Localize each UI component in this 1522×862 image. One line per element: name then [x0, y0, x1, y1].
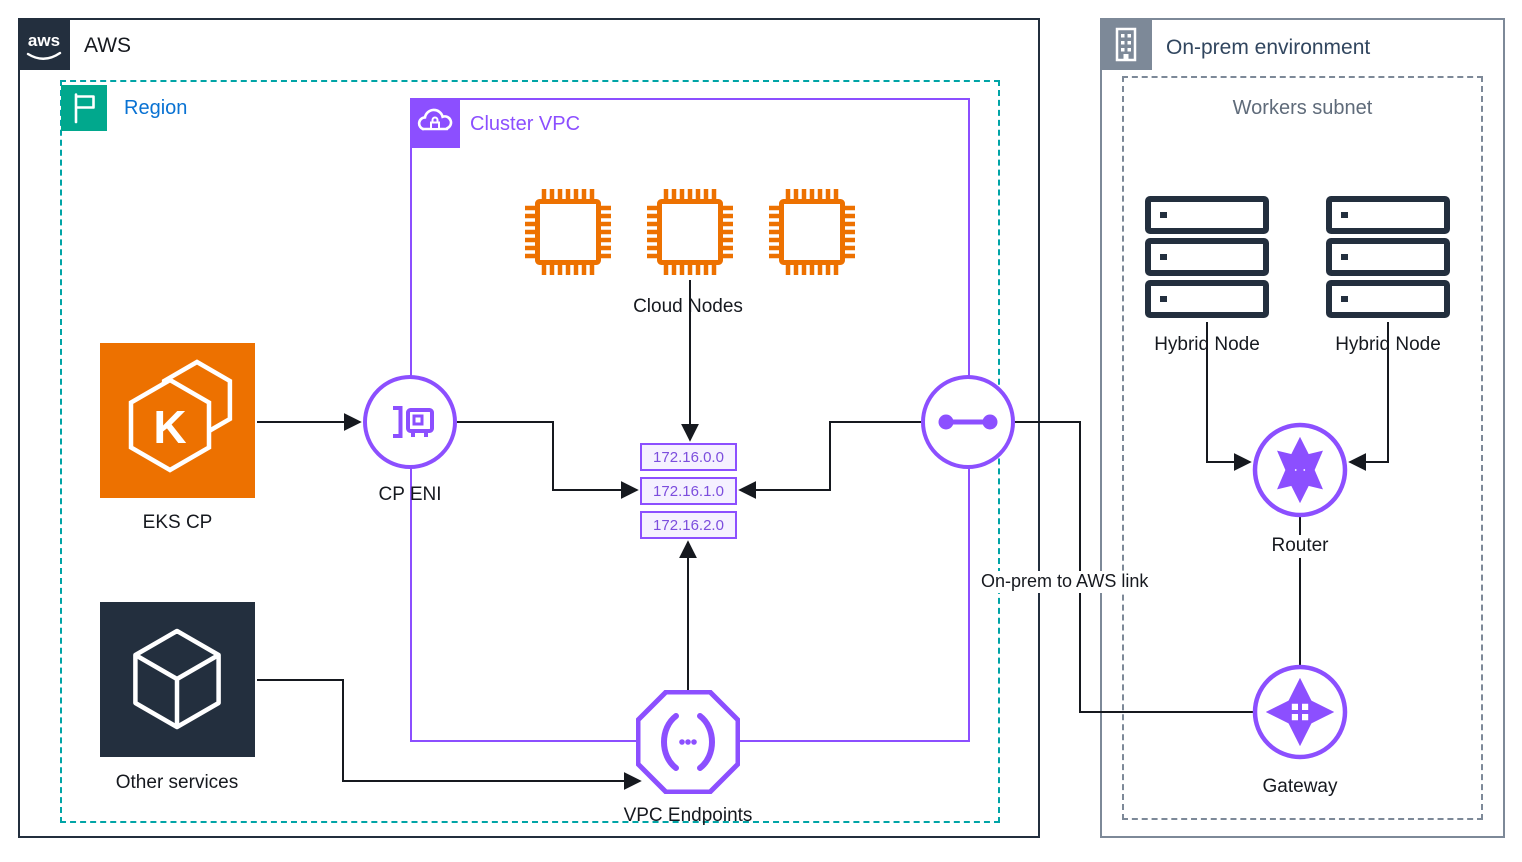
workers-subnet-label: Workers subnet [1232, 97, 1373, 119]
vpc-cloud-icon [417, 108, 453, 131]
hybrid-node-label: Hybrid Node [1335, 334, 1441, 355]
eks-cp-icon: K [100, 343, 255, 498]
flag-icon [74, 93, 95, 124]
router-icon [1252, 422, 1348, 518]
aws-logo-icon: aws [18, 18, 70, 70]
hybrid-node-servers-icon [1325, 196, 1451, 318]
other-services-icon [100, 602, 255, 757]
vpc-endpoints-icon [636, 690, 740, 794]
cloud-node-chip-icon [522, 186, 614, 278]
region-label: Region [124, 97, 188, 119]
subnet-cidr-box: 172.16.0.0 [640, 443, 737, 471]
vpc-endpoints-label: VPC Endpoints [623, 805, 753, 826]
hybrid-node-servers-icon [1144, 196, 1270, 318]
eks-cp-label: EKS CP [142, 512, 213, 533]
cloud-node-chip-icon [644, 186, 736, 278]
other-services-label: Other services [115, 772, 239, 793]
gateway-icon [1252, 664, 1348, 760]
cluster-vpc-icon [410, 98, 460, 148]
building-icon [1115, 27, 1137, 62]
onprem-to-aws-link-label: On-prem to AWS link [978, 571, 1152, 593]
aws-group-label: AWS [84, 34, 132, 57]
cloud-node-chip-icon [766, 186, 858, 278]
subnet-cidr-box: 172.16.2.0 [640, 511, 737, 539]
cp-eni-icon [363, 375, 457, 469]
cp-eni-label: CP ENI [378, 484, 442, 505]
cube-icon [133, 628, 221, 730]
router-label: Router [1250, 535, 1350, 558]
onprem-icon [1100, 18, 1152, 70]
onprem-label: On-prem environment [1166, 36, 1371, 59]
region-icon [61, 85, 107, 131]
cloud-nodes-label: Cloud Nodes [633, 296, 743, 317]
subnet-cidr-box: 172.16.1.0 [640, 477, 737, 505]
eks-k-letter: K [153, 401, 186, 453]
hybrid-node-label: Hybrid Node [1154, 334, 1260, 355]
link-icon [921, 375, 1015, 469]
cluster-vpc-label: Cluster VPC [470, 113, 581, 135]
gateway-label: Gateway [1262, 776, 1338, 797]
aws-logo-text: aws [27, 30, 61, 50]
